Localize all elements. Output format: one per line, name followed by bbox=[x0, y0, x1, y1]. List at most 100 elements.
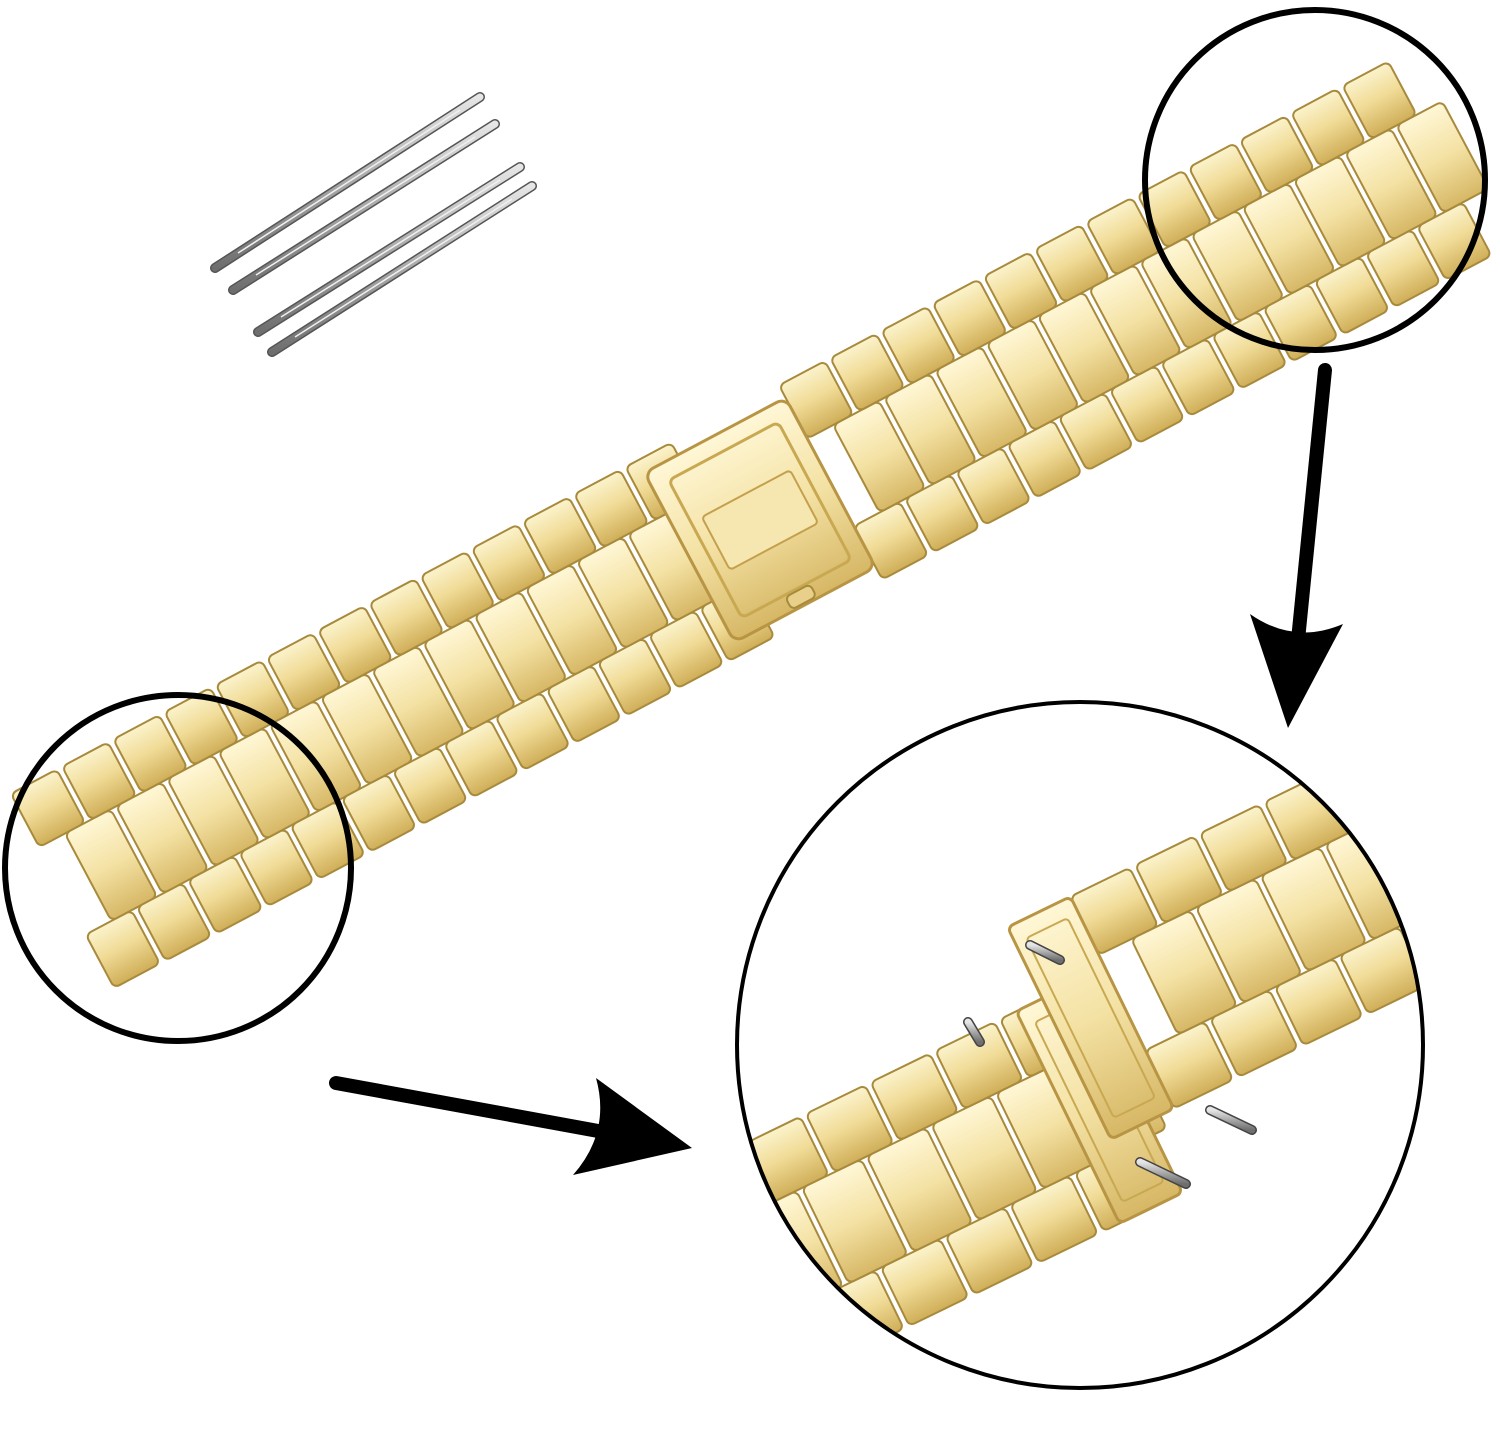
bracelet-link bbox=[881, 1239, 968, 1326]
bracelet-link bbox=[524, 498, 597, 574]
spring-bar-pin bbox=[267, 181, 537, 357]
spring-bar-pin bbox=[253, 162, 525, 337]
bracelet-link bbox=[737, 1223, 778, 1346]
bracelet-link bbox=[737, 1334, 774, 1388]
bracelet-link bbox=[547, 666, 620, 742]
bracelet-link bbox=[946, 1208, 1033, 1294]
bracelet-link bbox=[831, 334, 904, 411]
bracelet-link bbox=[526, 565, 618, 675]
bracelet-link bbox=[370, 579, 443, 656]
bracelet-link bbox=[987, 320, 1078, 430]
bracelet-link bbox=[86, 911, 159, 987]
bracelet-link bbox=[472, 525, 545, 601]
bracelet-link bbox=[319, 607, 392, 683]
bracelet-link bbox=[1455, 752, 1500, 876]
bracelet-link bbox=[1038, 292, 1130, 403]
bracelet-link bbox=[1395, 710, 1423, 797]
bracelet-link bbox=[1008, 421, 1081, 497]
bracelet-link bbox=[957, 448, 1030, 524]
bracelet-link bbox=[445, 720, 518, 797]
bracelet-link bbox=[342, 775, 415, 851]
bracelet-link bbox=[1241, 116, 1314, 193]
bracelet-link bbox=[1469, 864, 1500, 951]
bracelet-link bbox=[1192, 211, 1283, 321]
bracelet-link bbox=[885, 374, 976, 485]
bracelet-link bbox=[1136, 837, 1222, 923]
bracelet-link bbox=[421, 552, 494, 629]
highlight-circle-top-right bbox=[1142, 7, 1488, 353]
bracelet-link bbox=[834, 401, 925, 512]
bracelet-link bbox=[752, 1302, 839, 1388]
bracelet-link bbox=[1011, 1176, 1097, 1262]
bracelet-link bbox=[933, 280, 1006, 356]
bracelet-link bbox=[1059, 393, 1132, 470]
bracelet-link bbox=[475, 592, 566, 703]
bracelet-link bbox=[394, 747, 467, 824]
bracelet-link bbox=[189, 856, 262, 933]
bracelet-link bbox=[117, 783, 208, 893]
bracelet-link bbox=[322, 674, 413, 784]
bracelet-link bbox=[1036, 225, 1109, 302]
spring-bar-end bbox=[1025, 940, 1065, 965]
bracelet-link bbox=[806, 1086, 893, 1172]
spring-bar-end bbox=[963, 1017, 985, 1047]
bracelet-link bbox=[1189, 144, 1262, 220]
bracelet-link bbox=[1343, 62, 1416, 139]
bracelet-link bbox=[882, 307, 955, 384]
bracelet-link bbox=[936, 1022, 1022, 1109]
bracelet-link bbox=[219, 728, 310, 839]
highlight-circle-bottom-left bbox=[2, 692, 354, 1044]
spring-bar-end bbox=[1205, 1105, 1257, 1135]
bracelet-link bbox=[932, 1096, 1037, 1220]
bracelet-link bbox=[267, 634, 341, 710]
bracelet-link bbox=[737, 1149, 764, 1235]
bracelet-link bbox=[1315, 257, 1388, 334]
bracelet-link bbox=[936, 347, 1027, 457]
bracelet-link bbox=[650, 611, 723, 688]
bracelet-link bbox=[1275, 959, 1362, 1045]
bracelet-link bbox=[165, 688, 238, 765]
bracelet-link bbox=[1295, 156, 1386, 267]
gold-link-bracelet bbox=[11, 62, 1491, 987]
butterfly-clasp bbox=[646, 399, 874, 641]
bracelet-link bbox=[168, 755, 259, 866]
bracelet-link bbox=[1346, 129, 1437, 240]
bracelet-link bbox=[63, 743, 136, 819]
bracelet-link bbox=[1200, 805, 1287, 891]
bracelet-link bbox=[1330, 742, 1417, 828]
bracelet-link bbox=[1132, 911, 1237, 1034]
bracelet-link bbox=[575, 470, 648, 547]
bracelet-link bbox=[1292, 89, 1365, 166]
spring-bar-end bbox=[1135, 1157, 1191, 1189]
bracelet-link bbox=[906, 475, 979, 552]
bracelet-link bbox=[871, 1054, 958, 1140]
bracelet-link bbox=[373, 646, 464, 757]
bracelet-link bbox=[424, 619, 515, 730]
bracelet-link bbox=[867, 1128, 972, 1251]
arrow-down-icon bbox=[1250, 363, 1343, 728]
bracelet-link bbox=[1391, 784, 1423, 908]
spring-bar-pin bbox=[210, 92, 485, 273]
bracelet-link bbox=[1211, 990, 1297, 1077]
bracelet-link bbox=[1111, 366, 1184, 443]
bracelet-link bbox=[1367, 230, 1440, 307]
bracelet-link bbox=[984, 253, 1058, 329]
bracelet-link bbox=[802, 1160, 907, 1283]
bracelet-link bbox=[11, 770, 85, 847]
bracelet-link bbox=[1090, 265, 1181, 376]
spring-bar-pins bbox=[210, 92, 537, 357]
bracelet-link bbox=[612, 1180, 700, 1267]
bracelet-link bbox=[65, 810, 157, 920]
bracelet-link bbox=[1196, 879, 1301, 1002]
spring-bar-pin bbox=[228, 119, 500, 295]
bracelet-link bbox=[240, 829, 313, 906]
bracelet-link bbox=[1261, 848, 1366, 971]
bracelet-link bbox=[138, 884, 211, 960]
bracelet-link bbox=[216, 661, 289, 738]
bracelet-link bbox=[1405, 896, 1423, 982]
bracelet-link bbox=[1243, 183, 1334, 294]
bracelet-link bbox=[1087, 198, 1160, 275]
bracelet-link bbox=[1162, 339, 1235, 416]
bracelet-link bbox=[598, 638, 672, 715]
bracelet-link bbox=[496, 693, 569, 770]
